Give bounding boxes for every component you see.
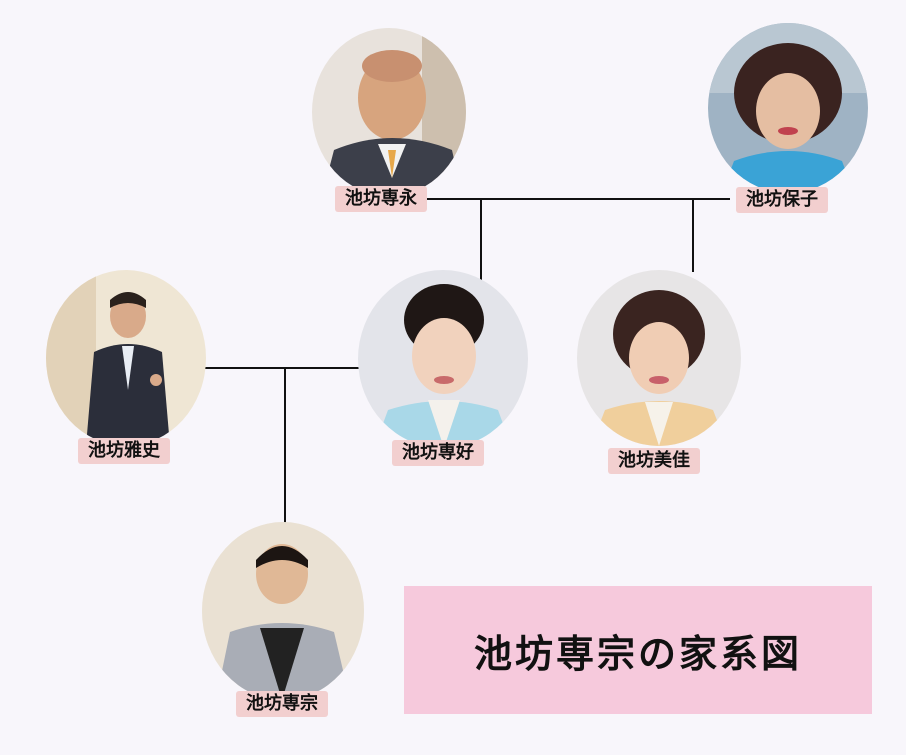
diagram-title: 池坊専宗の家系図 [473,631,802,676]
name-label-senei: 池坊専永 [335,186,427,212]
portrait-sensou [202,522,364,700]
name-label-yasuko: 池坊保子 [736,187,828,213]
portrait-sensou-image [202,522,364,700]
portrait-masashi [46,270,206,446]
name-label-yoshika: 池坊美佳 [608,448,700,474]
portrait-senei [312,28,466,196]
portrait-yoshika-image [577,270,741,446]
portrait-yasuko [708,23,868,193]
portrait-senko [358,270,528,448]
portrait-yoshika [577,270,741,446]
portrait-senei-image [312,28,466,196]
portrait-senko-image [358,270,528,448]
name-label-senko: 池坊専好 [392,440,484,466]
portrait-yasuko-image [708,23,868,193]
title-box: 池坊専宗の家系図 [404,586,872,714]
name-label-masashi: 池坊雅史 [78,438,170,464]
portrait-masashi-image [46,270,206,446]
name-label-sensou: 池坊専宗 [236,691,328,717]
